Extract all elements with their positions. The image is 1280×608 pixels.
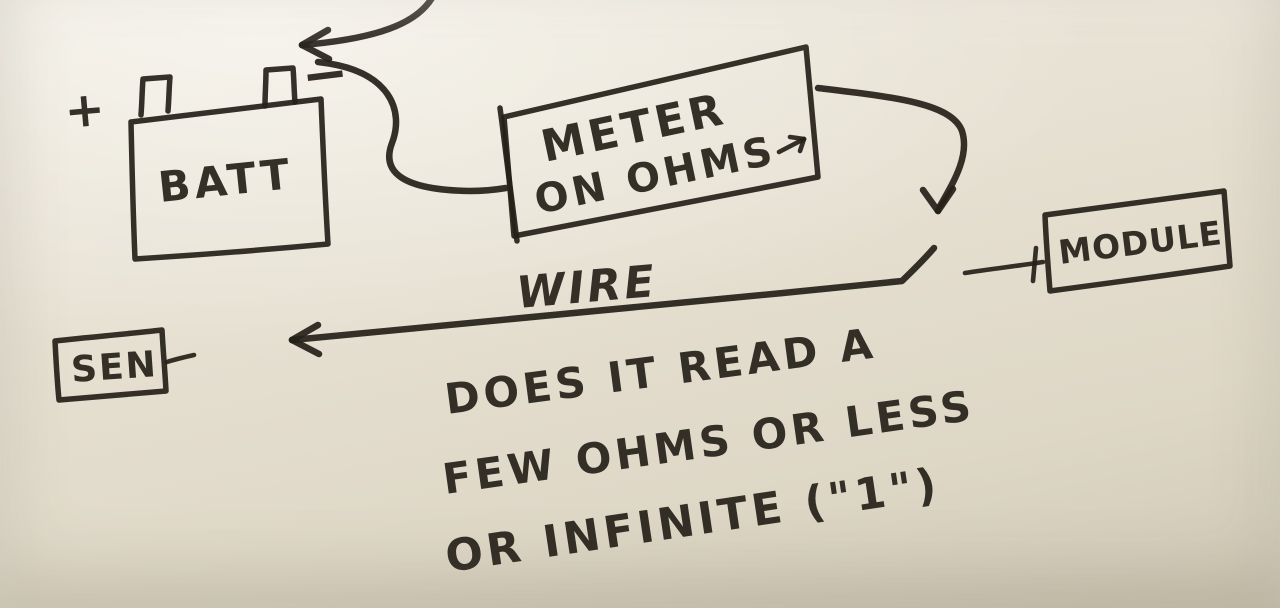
sensor-connector [164,352,197,365]
module-box [1042,188,1233,294]
meter-box [497,44,821,244]
wire-label: WIRE [515,256,660,319]
meter-to-wire-arrow [814,84,968,215]
battery-box [128,96,331,262]
meter-tick-arrow [776,134,807,155]
battery-minus-sign: − [298,40,352,110]
battery-terminal-positive [138,74,173,118]
battery-to-meter-lead [314,58,510,195]
sensor-label: SEN [70,344,159,391]
sensor-box [52,327,169,403]
battery-label: BATT [156,149,296,212]
module-connector [962,245,1046,284]
top-arrow-to-battery [298,0,435,63]
module-label: MODULE [1056,213,1224,272]
wire-line [288,244,938,358]
battery-terminal-negative [262,65,298,109]
battery-plus-sign: + [62,81,107,140]
